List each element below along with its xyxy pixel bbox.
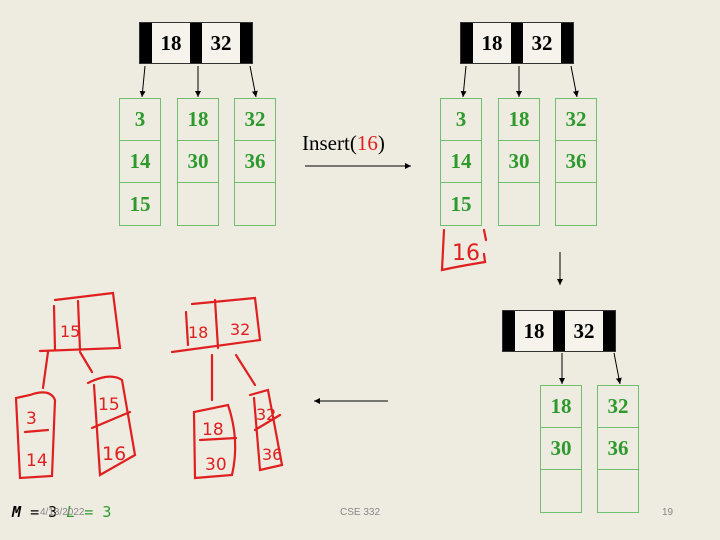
m-label: M — [12, 503, 22, 521]
pointer-arrow — [613, 352, 622, 385]
m-eq: = — [30, 503, 40, 521]
handwritten-left-tree: 15 3 14 15 16 — [14, 291, 137, 480]
leaf-value: 18 — [178, 99, 218, 141]
leaf-value: 30 — [178, 141, 218, 183]
pointer-slot — [561, 23, 573, 63]
leaf-value: 18 — [541, 386, 581, 428]
leaf-value: 32 — [598, 386, 638, 428]
svg-text:16: 16 — [452, 241, 480, 266]
internal-key: 32 — [523, 23, 561, 63]
leaf-value — [598, 470, 638, 512]
svg-text:18: 18 — [188, 323, 208, 342]
leaf-value: 30 — [499, 141, 539, 183]
leaf-node: 18 30 — [540, 385, 582, 513]
leaf-value: 36 — [235, 141, 275, 183]
leaf-node: 3 14 15 — [119, 98, 161, 226]
leaf-value: 15 — [129, 191, 151, 216]
internal-key: 18 — [515, 311, 553, 351]
leaf-node: 32 36 — [555, 98, 597, 226]
pointer-slot — [553, 311, 565, 351]
internal-node-right-subtree: 18 32 — [502, 310, 616, 352]
page-number: 19 — [662, 507, 674, 518]
pointer-slot — [190, 23, 202, 63]
leaf-value — [178, 183, 218, 225]
leaf-value: 32 — [235, 99, 275, 141]
leaf-value: 3 — [441, 99, 481, 141]
leaf-value: 14 — [120, 141, 160, 183]
internal-key: 32 — [202, 23, 240, 63]
svg-text:32: 32 — [230, 320, 250, 339]
leaf-value: 36 — [598, 428, 638, 470]
svg-text:16: 16 — [102, 443, 126, 465]
leaf-value — [499, 183, 539, 225]
svg-text:36: 36 — [262, 445, 282, 464]
pointer-slot — [240, 23, 252, 63]
leaf-node: 18 30 — [498, 98, 540, 226]
internal-node-before: 18 32 — [139, 22, 253, 64]
internal-key: 18 — [473, 23, 511, 63]
handwritten-right-tree: 18 32 18 30 32 36 — [170, 296, 284, 480]
op-suffix: ) — [377, 131, 385, 155]
pointer-slot — [511, 23, 523, 63]
leaf-value: 15 — [450, 191, 472, 216]
handwritten-overflow-16: 16 — [440, 228, 488, 272]
leaf-node: 32 36 — [597, 385, 639, 513]
leaf-value: 32 — [556, 99, 596, 141]
svg-text:30: 30 — [205, 455, 227, 475]
leaf-value: 36 — [556, 141, 596, 183]
leaf-node: 3 14 15 — [440, 98, 482, 226]
internal-node-after: 18 32 — [460, 22, 574, 64]
svg-text:15: 15 — [98, 395, 120, 415]
leaf-value: 18 — [499, 99, 539, 141]
l-label: L — [66, 503, 76, 521]
pointer-slot — [140, 23, 152, 63]
insert-operation-label: Insert(16) — [302, 131, 385, 156]
svg-text:18: 18 — [202, 420, 224, 440]
insert-value: 16 — [356, 131, 378, 155]
pointer-slot — [503, 311, 515, 351]
pointer-arrow — [249, 65, 258, 98]
internal-key: 32 — [565, 311, 603, 351]
l-value: 3 — [102, 503, 112, 521]
svg-text:32: 32 — [256, 405, 276, 424]
leaf-value — [235, 183, 275, 225]
pointer-arrow — [139, 65, 146, 98]
pointer-arrow — [570, 65, 579, 98]
leaf-value — [541, 470, 581, 512]
leaf-value: 30 — [541, 428, 581, 470]
leaf-value: 14 — [441, 141, 481, 183]
leaf-value — [556, 183, 596, 225]
leaf-node: 18 30 — [177, 98, 219, 226]
svg-text:14: 14 — [26, 451, 48, 471]
pointer-slot — [461, 23, 473, 63]
leaf-node: 32 36 — [234, 98, 276, 226]
svg-text:3: 3 — [26, 409, 37, 429]
footer-date: 4/13/2022 — [40, 507, 85, 518]
pointer-arrow — [460, 65, 467, 98]
op-prefix: Insert( — [302, 131, 357, 155]
m-value: 3 — [48, 503, 58, 521]
leaf-value: 3 — [120, 99, 160, 141]
pointer-slot — [603, 311, 615, 351]
tree-parameters: M = 3 L = 3 — [12, 503, 111, 521]
l-eq: = — [84, 503, 94, 521]
internal-key: 18 — [152, 23, 190, 63]
svg-text:15: 15 — [60, 322, 80, 341]
footer-course: CSE 332 — [340, 507, 381, 518]
